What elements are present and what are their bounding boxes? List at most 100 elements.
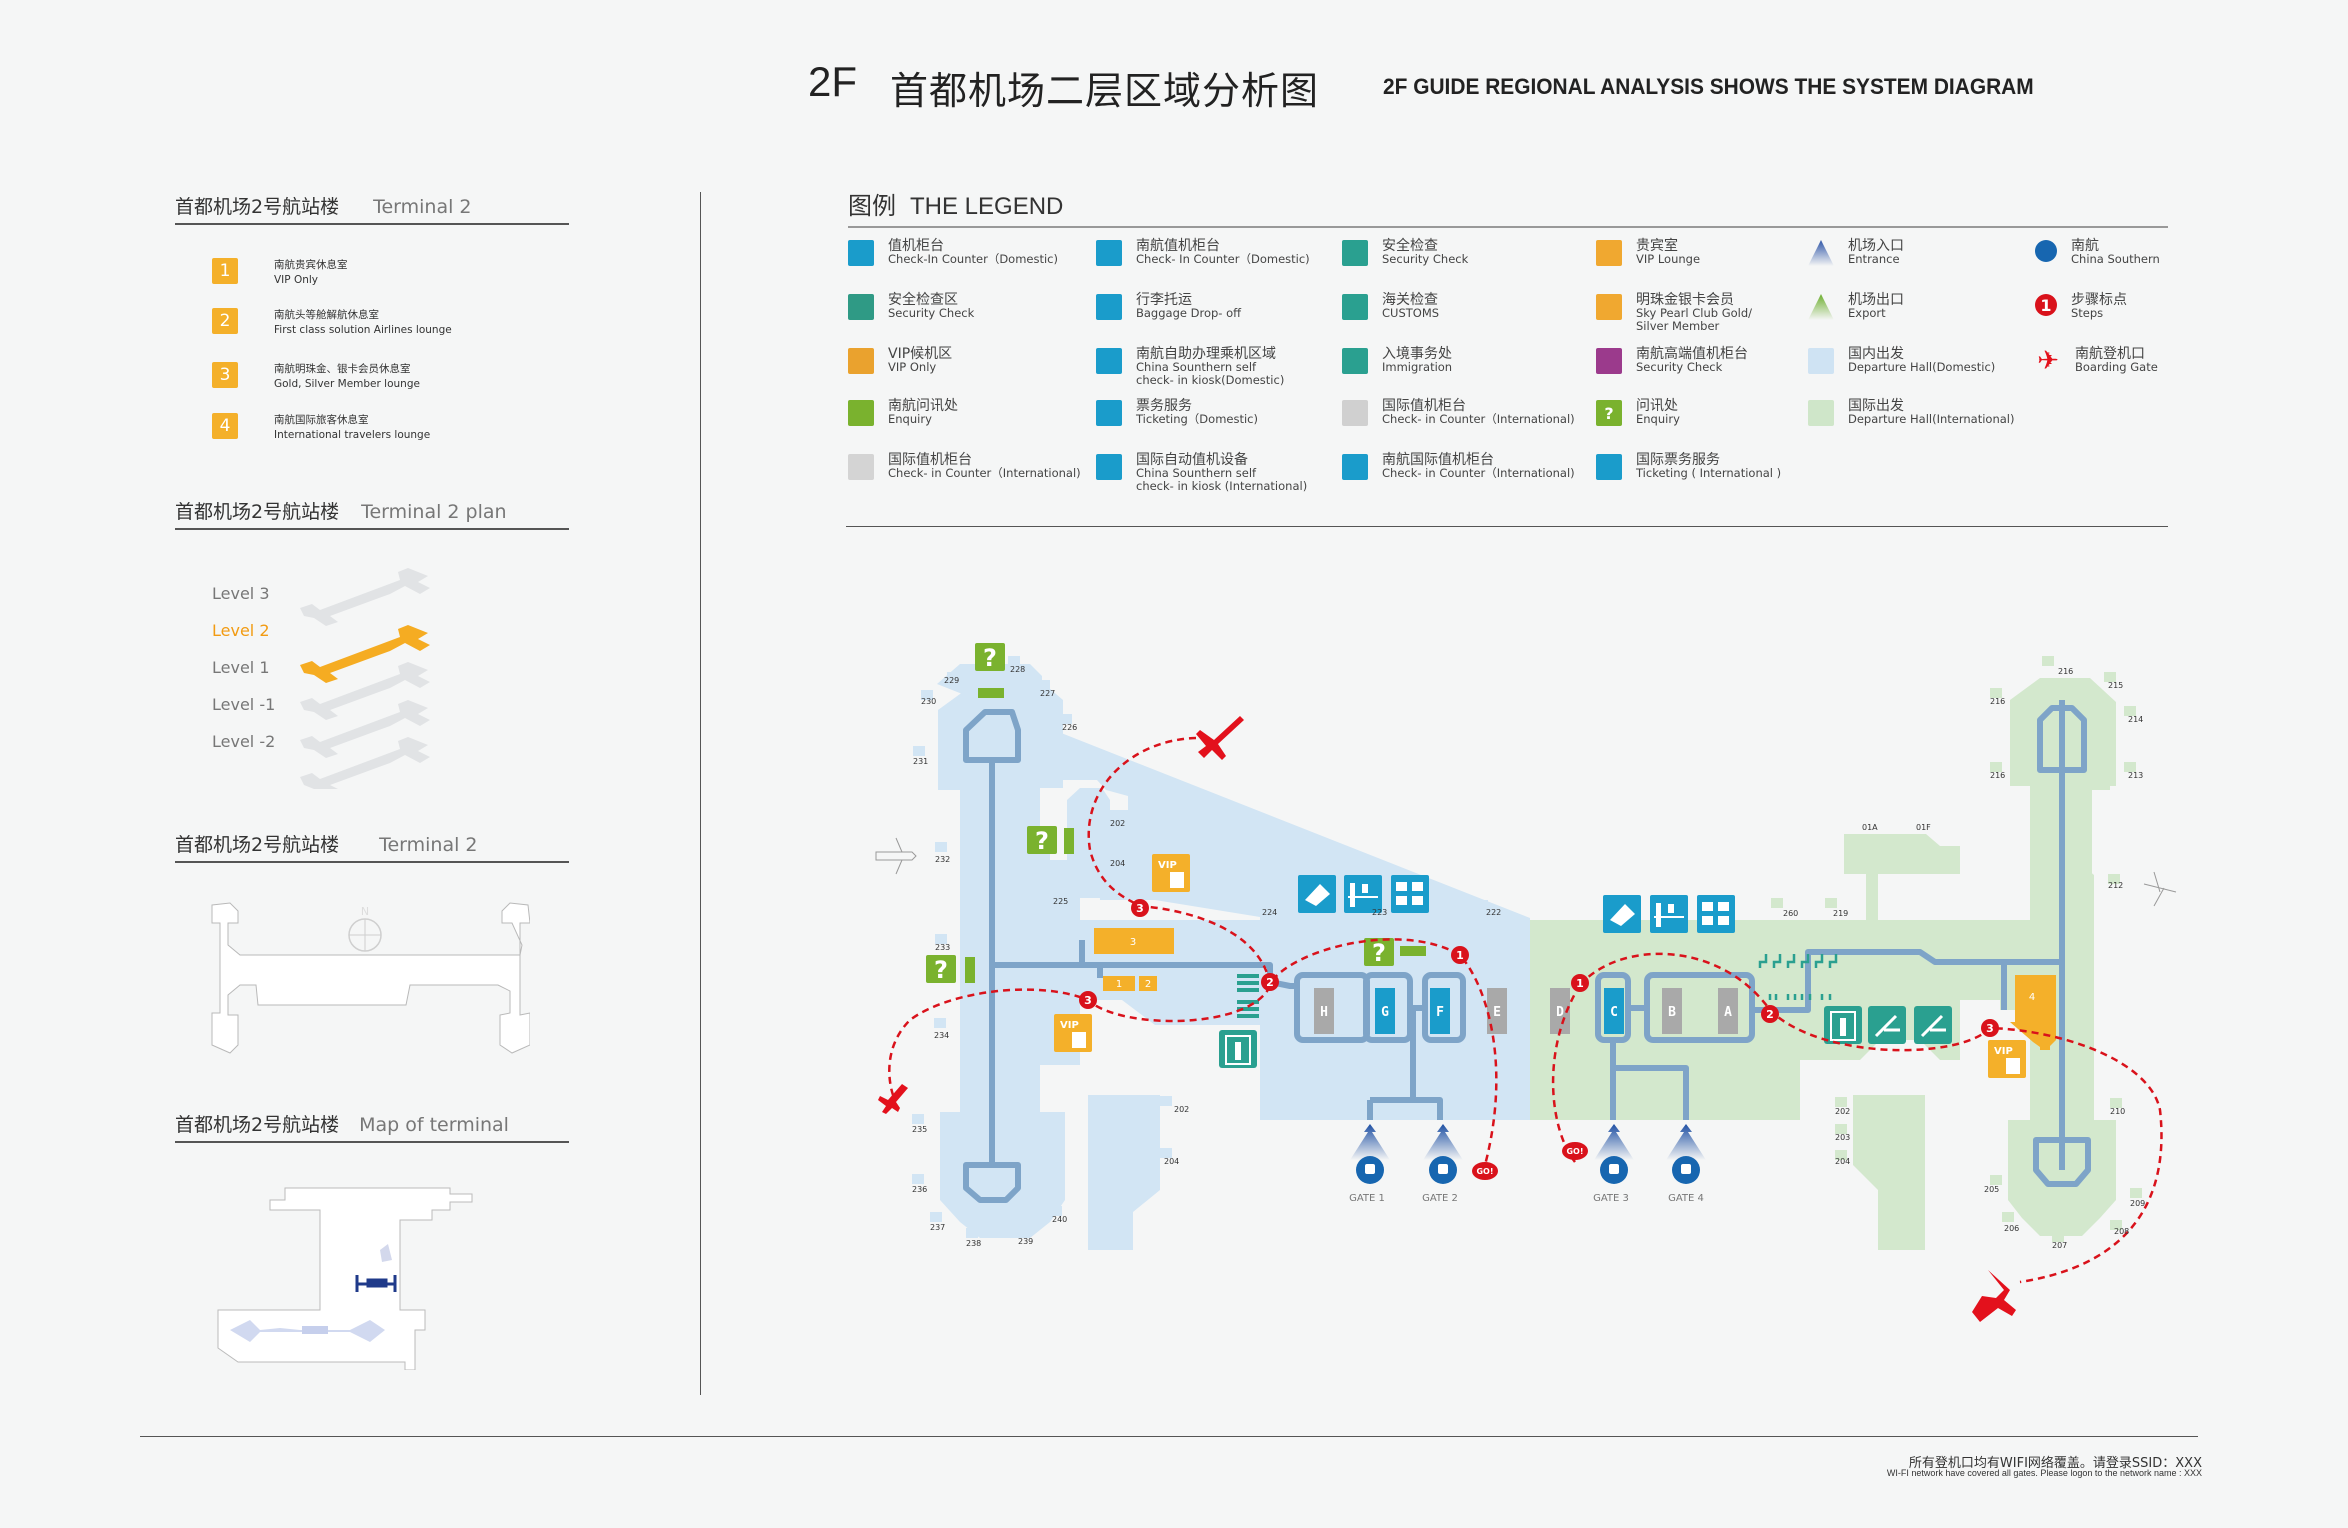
lounge-name-cn: 南航头等舱解航休息室 (274, 309, 379, 321)
lounge-box-label: 2 (1145, 979, 1151, 990)
legend-label-cn: 南航国际值机柜台 (1382, 452, 1494, 468)
legend-label-cn: 机场出口 (1848, 292, 1904, 308)
runway-graphic (230, 1320, 385, 1342)
vip-lounge-icon: VIP (1152, 854, 1190, 892)
map-label: 226 (1062, 723, 1077, 732)
legend-label-en-line2: Silver Member (1636, 319, 1720, 333)
level-minus-1[interactable]: Level -1 (212, 695, 276, 714)
go-bubble (1472, 1162, 1498, 1180)
lounge-name-en: Gold, Silver Member lounge (274, 378, 420, 390)
ticketing-icon (1298, 875, 1336, 913)
svg-text:?: ? (1035, 827, 1049, 855)
lounge-name-cn: 南航贵宾休息室 (274, 259, 348, 271)
counter-g (1375, 988, 1395, 1034)
legend-label-cn: 国际值机柜台 (1382, 398, 1466, 414)
china-southern-logo-icon (2035, 240, 2057, 262)
lounge-number-badge: 2 (212, 308, 238, 334)
step-number: 2 (1266, 976, 1274, 989)
legend-label-cn: 南航 (2071, 238, 2099, 254)
legend-label-en: CUSTOMS (1382, 306, 1440, 320)
legend-label-en-line2: check- in kiosk (International) (1136, 479, 1308, 493)
step-number: 1 (1456, 949, 1464, 962)
legend-label-en: Check-In Counter（Domestic) (888, 252, 1058, 266)
legend-label-cn: 南航问讯处 (888, 398, 958, 414)
legend-label-en: Export (1848, 306, 1886, 320)
vip-lounge-icon: VIP (1988, 1040, 2026, 1078)
legend-label-en: VIP Only (888, 360, 937, 374)
step-marker-icon (1571, 974, 1589, 992)
step-marker-icon (1261, 973, 1279, 991)
svg-text:VIP: VIP (1060, 1020, 1079, 1031)
checkin-intl-icon (1342, 454, 1368, 480)
level-minus-2[interactable]: Level -2 (212, 732, 276, 751)
gate-label: GATE 3 (1593, 1193, 1629, 1204)
map-label: 237 (930, 1223, 945, 1232)
map-label: 224 (1262, 908, 1277, 917)
checkin-counter-icon (1344, 875, 1382, 913)
section-title-en: Terminal 2 plan (361, 501, 507, 523)
color-swatch-icon (848, 400, 874, 426)
legend-label-cn: 机场入口 (1848, 238, 1904, 254)
question-icon: ? (1596, 400, 1622, 426)
map-label: 222 (1486, 908, 1501, 917)
counter-label: G (1381, 1005, 1389, 1020)
wifi-notice-cn: 所有登机口均有WIFI网络覆盖。请登录SSID：XXX (1908, 1456, 2202, 1471)
color-swatch-icon (1808, 348, 1834, 374)
step-marker-icon (1131, 899, 1149, 917)
level-minus-1-shape (300, 700, 430, 758)
level-2[interactable]: Level 2 (212, 621, 270, 640)
counter-d (1550, 988, 1570, 1034)
legend-label-cn: 南航值机柜台 (1136, 238, 1220, 254)
legend-label-en: Baggage Drop- off (1136, 306, 1242, 320)
legend-label-en-line2: check- in kiosk(Domestic) (1136, 373, 1285, 387)
map-label: 235 (912, 1125, 927, 1134)
lounge-number-badge: 3 (212, 362, 238, 388)
legend-label-cn: 入境事务处 (1382, 346, 1452, 362)
counter-b (1662, 988, 1682, 1034)
wifi-notice-en: WI-FI network have covered all gates. Pl… (1886, 1468, 2202, 1478)
compass-icon: N (348, 905, 382, 952)
member-card-icon (1596, 294, 1622, 320)
lounge-number-badge: 1 (212, 258, 238, 284)
kiosk-icon (1096, 348, 1122, 374)
legend-label-cn: 国际票务服务 (1636, 452, 1720, 468)
question-icon (926, 955, 956, 983)
baggage-icon (1096, 294, 1122, 320)
level-3[interactable]: Level 3 (212, 584, 270, 603)
legend-label-en: China Sounthern self (1136, 360, 1257, 374)
map-label: 219 (1833, 909, 1848, 918)
legend-label-en: Check- In Counter（Domestic) (1136, 252, 1310, 266)
map-label: 01F (1916, 823, 1931, 832)
go-label: GO! (1476, 1167, 1493, 1176)
legend-label-en: Check- in Counter（International) (888, 466, 1081, 480)
map-label: 216 (1990, 697, 2005, 706)
counter-label: D (1556, 1005, 1564, 1020)
level-1[interactable]: Level 1 (212, 658, 270, 677)
question-icon (975, 643, 1005, 671)
step-number: 3 (1136, 902, 1144, 915)
gate-label: GATE 1 (1349, 1193, 1385, 1204)
svg-text:VIP: VIP (1158, 860, 1177, 871)
counter-label: C (1610, 1005, 1618, 1020)
legend-label-cn: 安全检查区 (888, 292, 958, 308)
step-number: 3 (1084, 994, 1092, 1007)
map-label: 203 (1835, 1133, 1850, 1142)
legend-label-cn: 南航自助办理乘机区域 (1136, 346, 1276, 362)
legend-label-en: Check- in Counter（International) (1382, 466, 1575, 480)
go-label: GO! (1566, 1147, 1583, 1156)
legend-label-en: Departure Hall(Domestic) (1848, 360, 1996, 374)
go-bubbles: GO! GO! (1472, 1142, 1588, 1180)
baggage-icon (1697, 895, 1735, 933)
